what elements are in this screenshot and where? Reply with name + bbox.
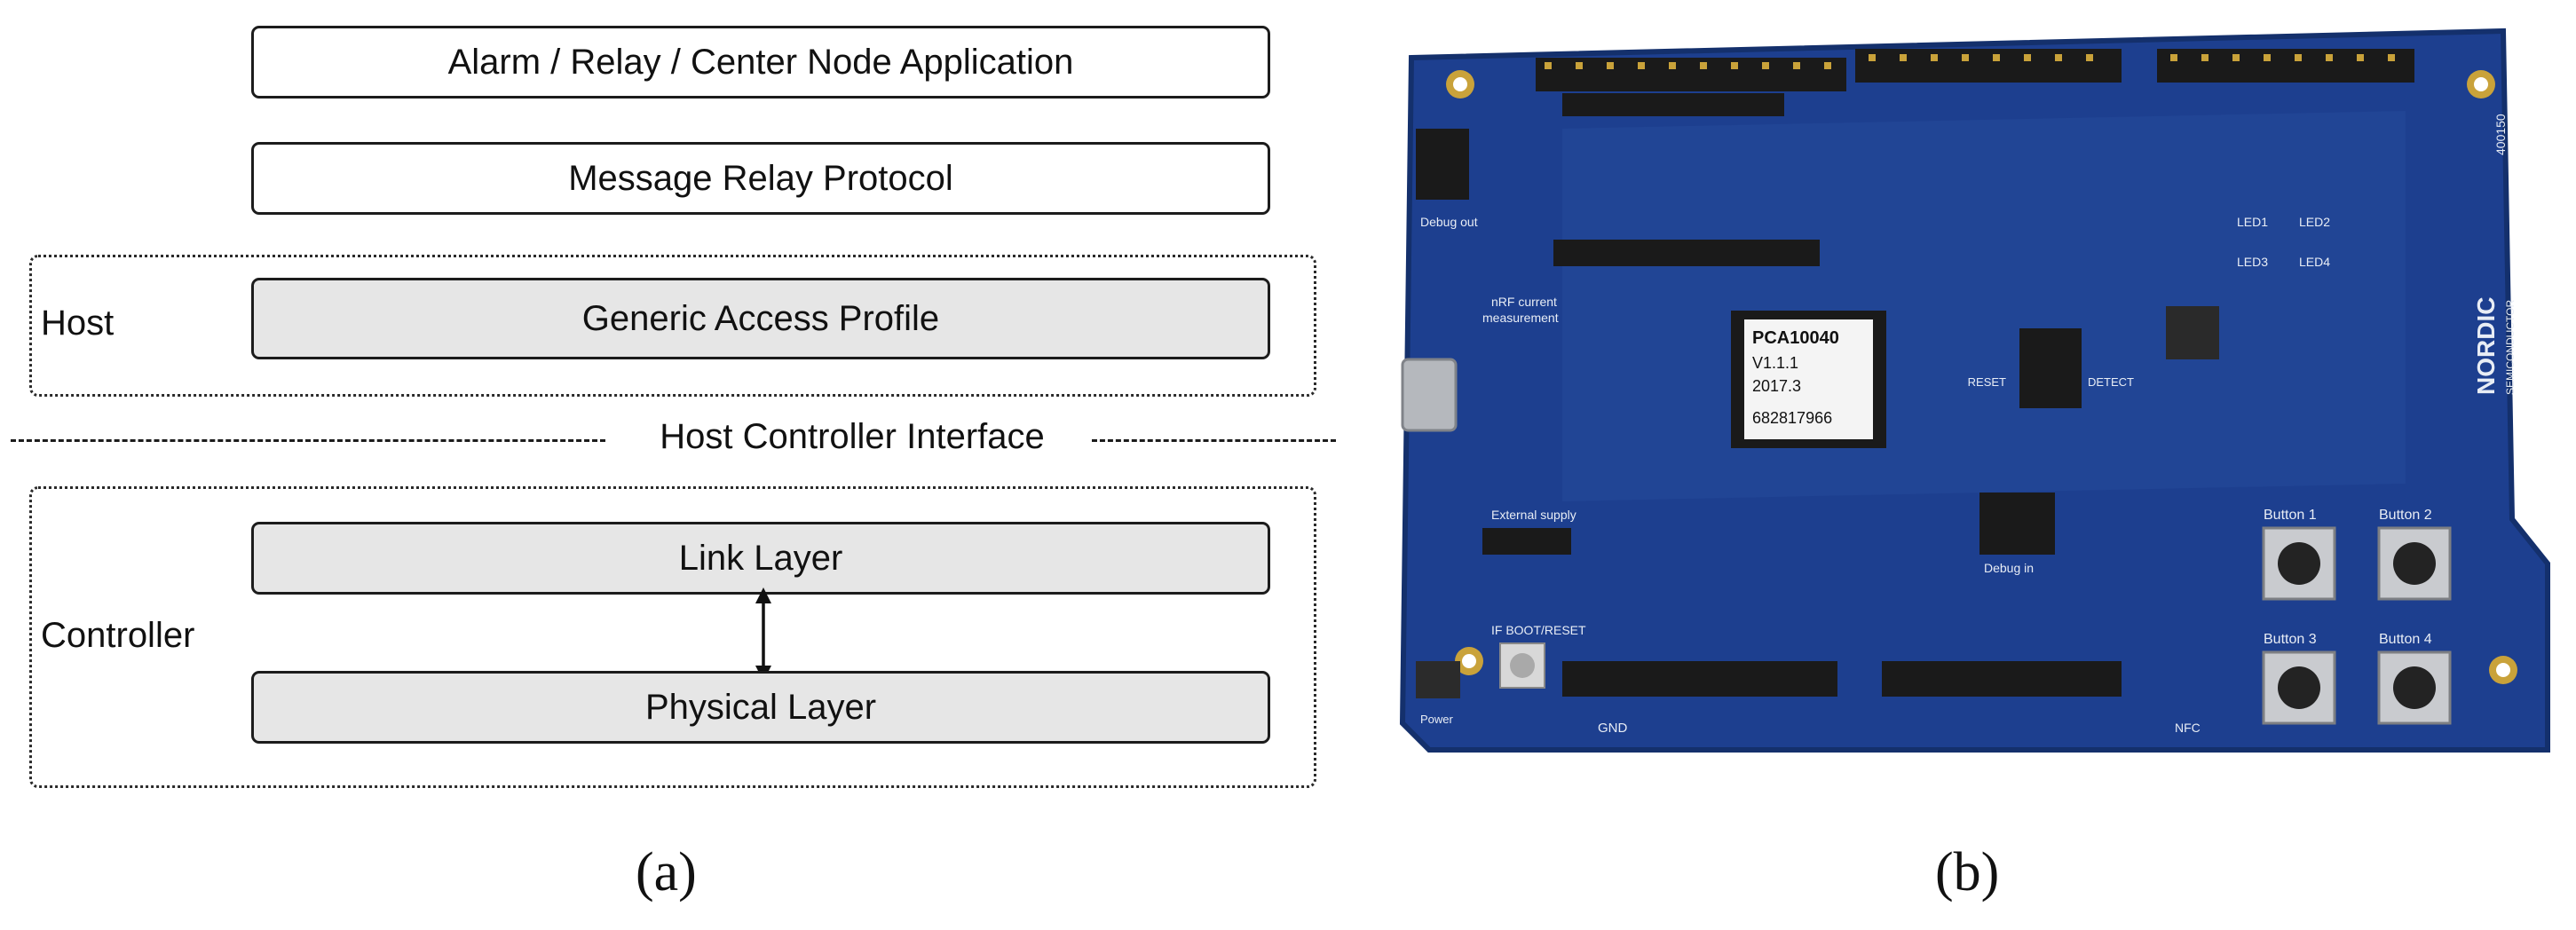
button-4-group: Button 4: [2377, 632, 2452, 725]
physical-layer-box: Physical Layer: [251, 671, 1270, 744]
controller-group-label: Controller: [41, 616, 195, 655]
button-1-group: Button 1: [2262, 508, 2336, 601]
hci-label: Host Controller Interface: [660, 417, 1045, 456]
chip-label-serial: 682817966: [1752, 409, 1832, 427]
host-group-label: Host: [41, 303, 115, 343]
debug-in-label: Debug in: [1984, 561, 2034, 575]
measurement-label: measurement: [1482, 311, 1559, 325]
power-label: Power: [1420, 713, 1454, 726]
gap-layer-box: Generic Access Profile: [251, 278, 1270, 359]
external-supply-label: External supply: [1491, 508, 1576, 522]
host-group-frame: [29, 255, 1316, 397]
nfc-label: NFC: [2175, 721, 2201, 735]
button-3-label: Button 3: [2264, 632, 2317, 647]
relay-protocol-layer-label: Message Relay Protocol: [568, 158, 953, 198]
application-layer-label: Alarm / Relay / Center Node Application: [447, 42, 1074, 82]
button-1-label: Button 1: [2264, 508, 2317, 523]
chip-label-date: 2017.3: [1752, 377, 1801, 395]
nrf52-dev-board-photo: Debug out nRF current measurement Extern…: [1399, 28, 2550, 753]
led4-label: LED4: [2299, 255, 2330, 269]
hci-divider-left: [11, 439, 605, 442]
if-boot-reset-label: IF BOOT/RESET: [1491, 623, 1586, 637]
chip-label-version: V1.1.1: [1752, 354, 1798, 372]
link-layer-box: Link Layer: [251, 522, 1270, 595]
detect-label: DETECT: [2088, 375, 2134, 389]
relay-protocol-layer-box: Message Relay Protocol: [251, 142, 1270, 215]
controller-group-frame: [29, 486, 1316, 788]
board-id-label: 400150: [2493, 114, 2508, 155]
link-layer-label: Link Layer: [678, 538, 843, 578]
led1-label: LED1: [2237, 215, 2268, 229]
button-2-label: Button 2: [2379, 508, 2432, 523]
button-2-group: Button 2: [2377, 508, 2452, 601]
reset-label: RESET: [1968, 375, 2006, 389]
panel-a-caption: (a): [636, 842, 697, 902]
bidirectional-arrow-icon: [755, 587, 771, 682]
gap-layer-label: Generic Access Profile: [581, 298, 940, 338]
protocol-stack-diagram: Alarm / Relay / Center Node Application …: [11, 26, 1336, 902]
button-3-group: Button 3: [2262, 632, 2336, 725]
hci-divider-right: [1092, 439, 1336, 442]
nrf-current-label: nRF current: [1491, 295, 1557, 309]
panel-b-caption: (b): [1935, 842, 2000, 902]
nordic-brand-sub: SEMICONDUCTOR: [2504, 300, 2517, 395]
led3-label: LED3: [2237, 255, 2268, 269]
application-layer-box: Alarm / Relay / Center Node Application: [251, 26, 1270, 99]
button-4-label: Button 4: [2379, 632, 2432, 647]
physical-layer-label: Physical Layer: [644, 687, 877, 727]
chip-label-model: PCA10040: [1752, 328, 1839, 348]
debug-out-label: Debug out: [1420, 215, 1478, 229]
gnd-label-bottom: GND: [1598, 721, 1628, 736]
led2-label: LED2: [2299, 215, 2330, 229]
nordic-brand-text: NORDIC: [2472, 297, 2500, 395]
